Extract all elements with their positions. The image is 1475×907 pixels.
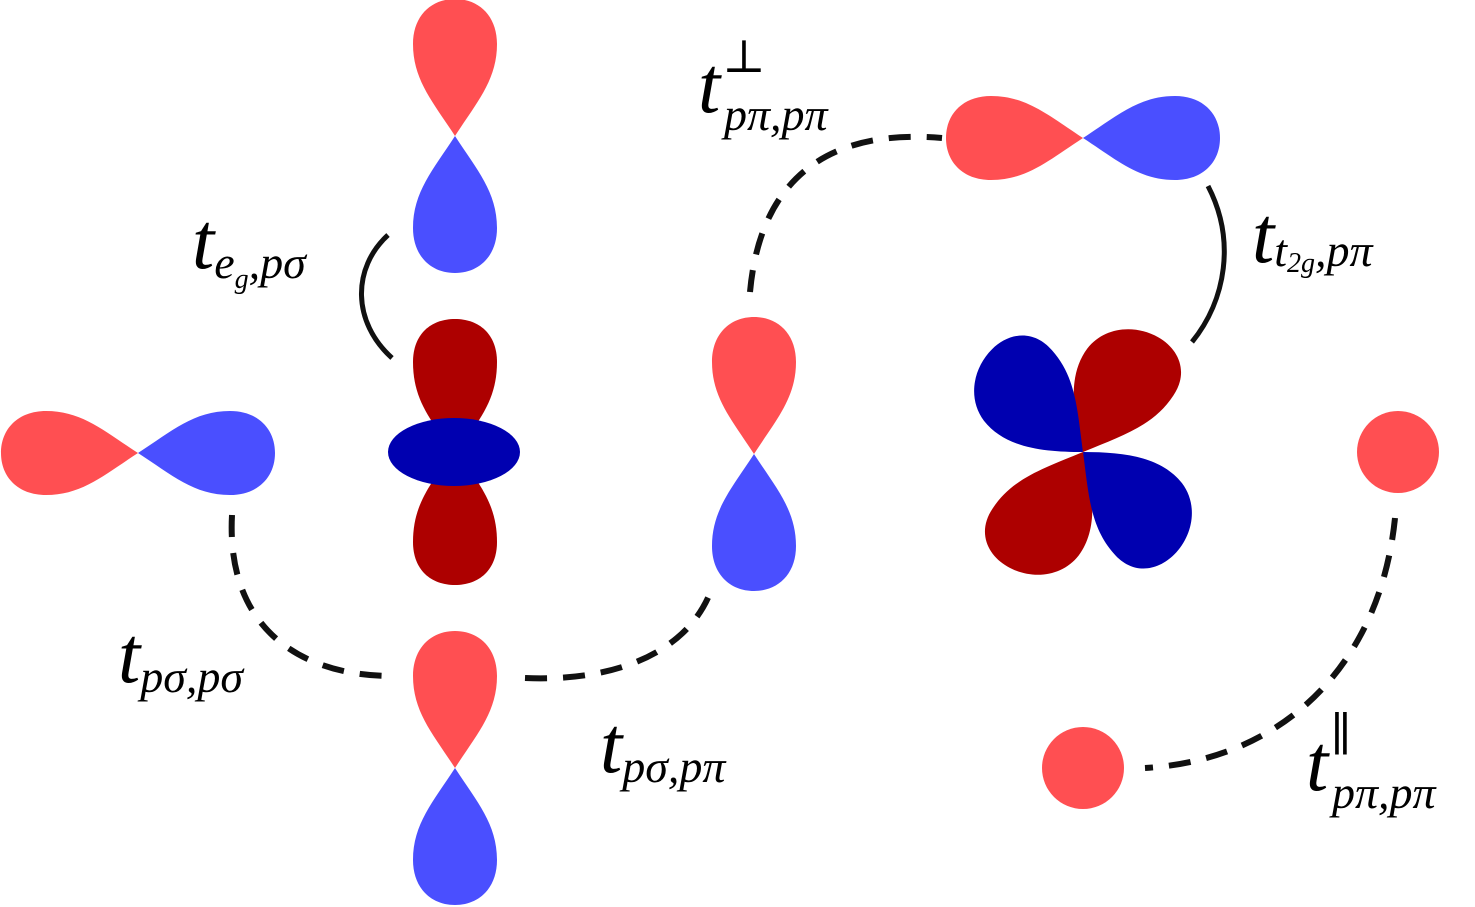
dashed-arc-psigma-psigma (228, 514, 393, 679)
p-orbital-left (1, 411, 275, 495)
dashed-arc-perp (747, 133, 943, 293)
d-z2-torus (388, 418, 520, 486)
label-t-eg-psigma: teg,pσ (192, 198, 308, 295)
labels: teg,pσ t⊥pπ,pπ tt2g,pπ tpσ,pσ tpσ,pπ t∥p… (118, 31, 1438, 818)
p-orbital-top-right (946, 96, 1220, 180)
dashed-arc-psigma-ppi (524, 586, 715, 682)
p-orbital-endon-right (1357, 411, 1439, 493)
p-orbital-top (413, 0, 497, 273)
dashed-arc-par (1144, 517, 1398, 771)
label-t-par-ppi-ppi: t∥pπ,pπ (1306, 709, 1438, 818)
p-orbital-endon-bottom (1042, 727, 1124, 809)
label-t-psigma-psigma: tpσ,pσ (118, 612, 245, 702)
label-t-perp-ppi-ppi: t⊥pπ,pπ (698, 31, 830, 140)
label-t-psigma-ppi: tpσ,pπ (600, 702, 727, 792)
label-t-t2g-ppi: tt2g,pπ (1252, 192, 1375, 280)
d-z2-orbital (388, 319, 520, 585)
connections (228, 133, 1398, 771)
solid-arc-t2g (1190, 184, 1227, 344)
p-orbital-bottom (413, 631, 497, 905)
solid-arc-eg (359, 233, 394, 360)
orbitals (1, 0, 1439, 905)
t2g-orbital (951, 309, 1215, 595)
p-orbital-center (712, 317, 796, 591)
